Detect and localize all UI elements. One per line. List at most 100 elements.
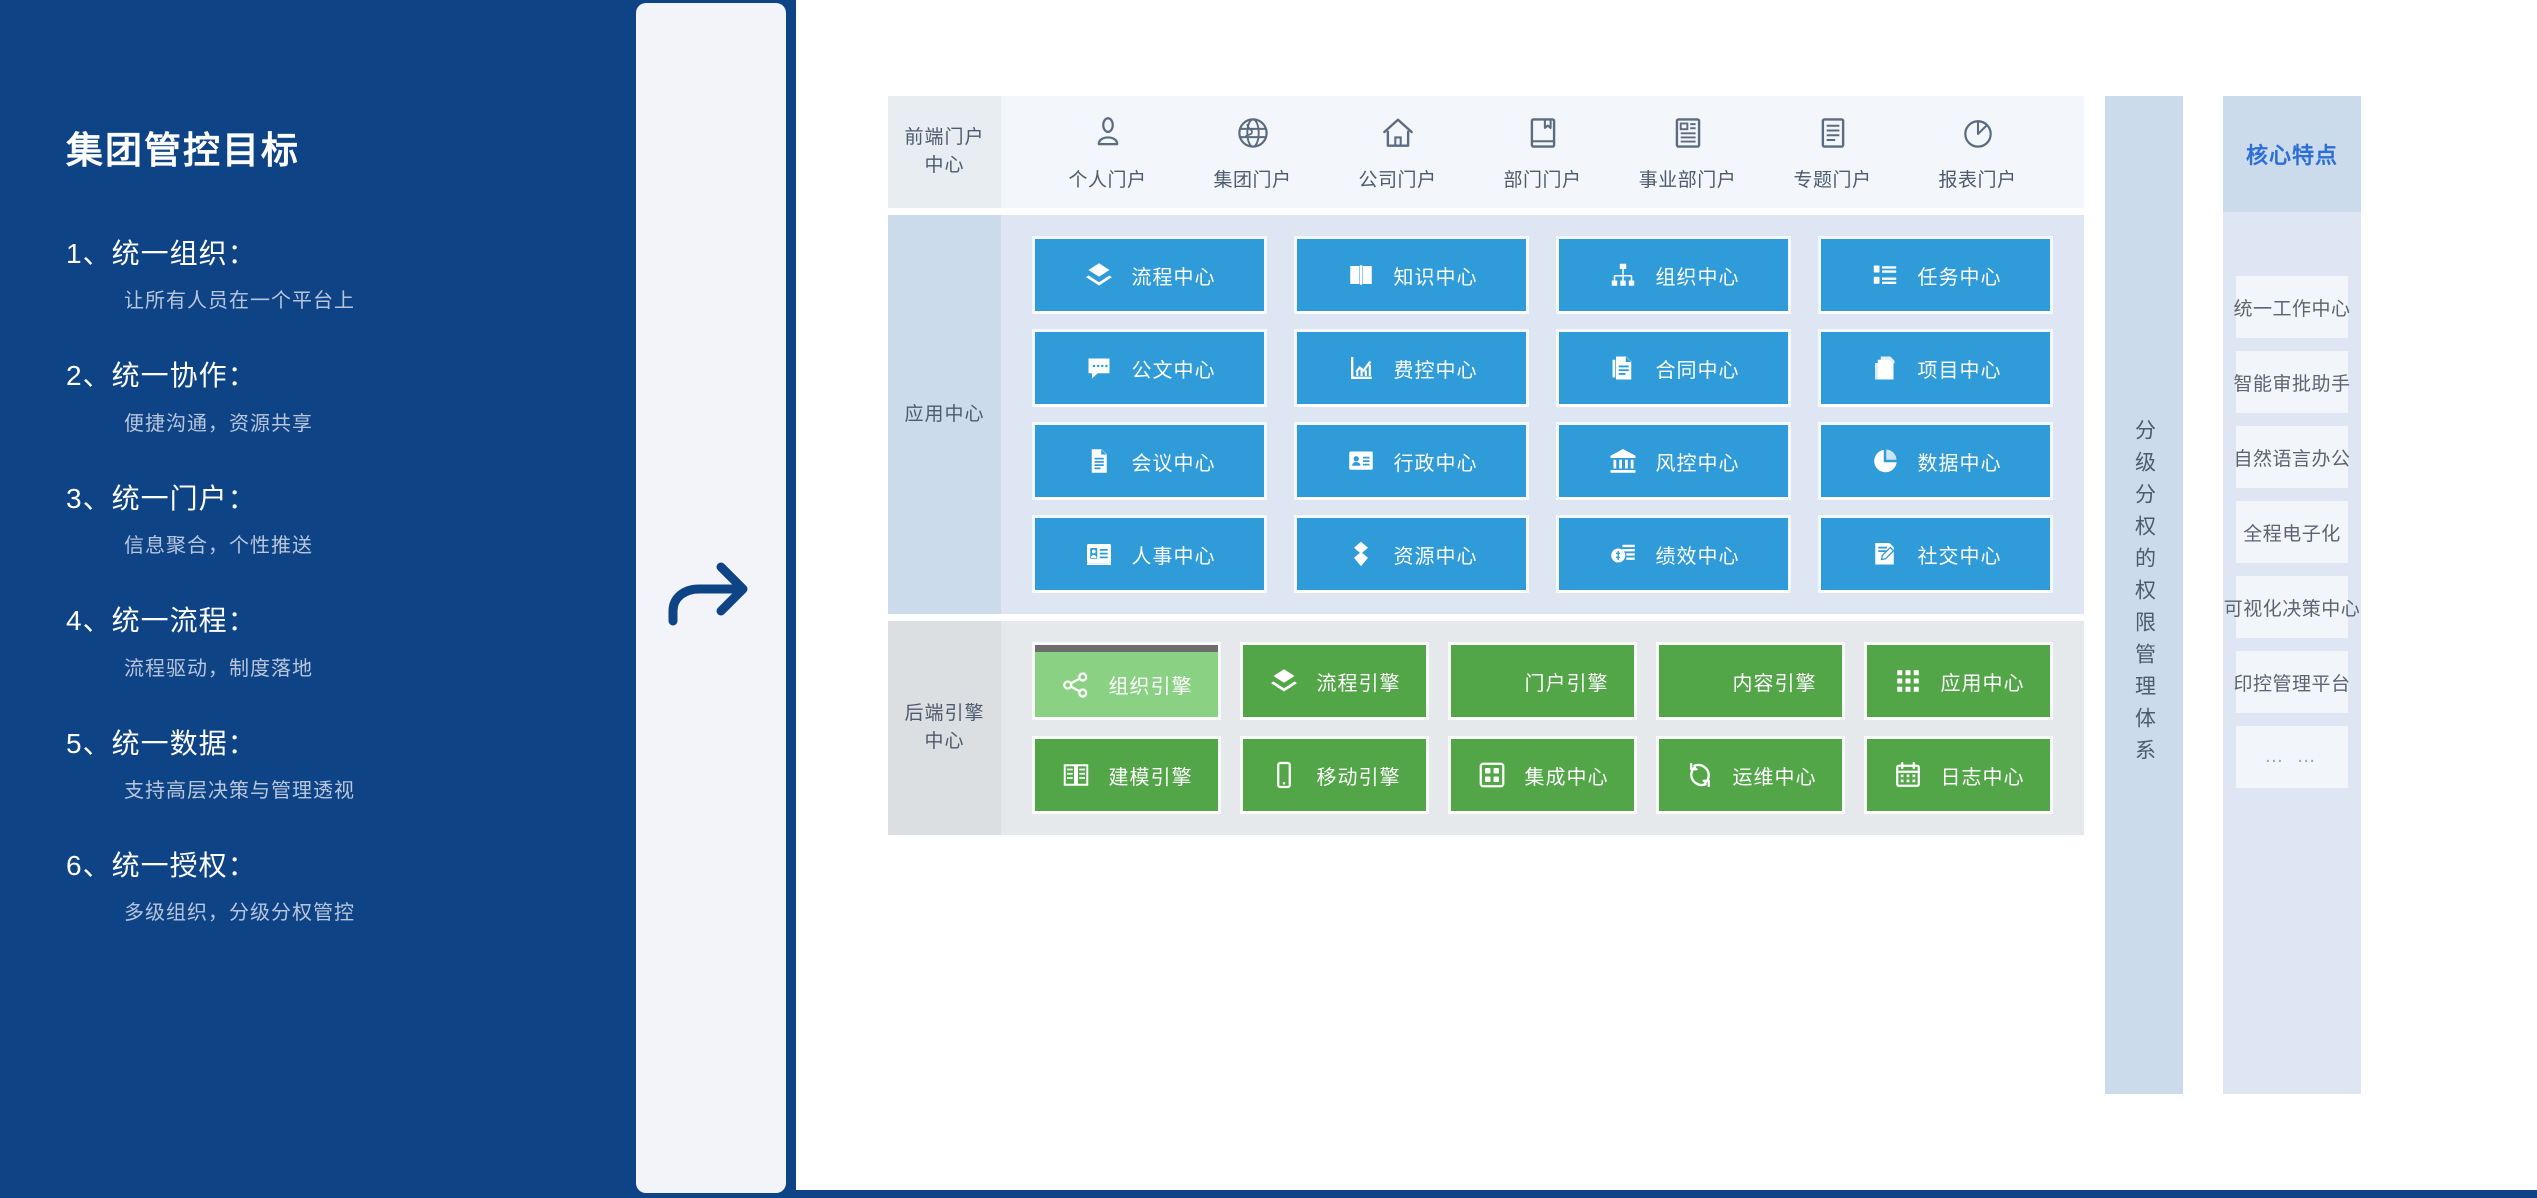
- feature-item[interactable]: 统一工作中心: [2234, 276, 2350, 338]
- trending-chart-icon: [1346, 353, 1376, 383]
- refresh-cycle-icon: [1685, 760, 1715, 790]
- engine-tile-selected[interactable]: 组织引擎: [1035, 645, 1218, 717]
- app-tile[interactable]: 人事中心: [1035, 518, 1264, 590]
- app-tile-label: 项目中心: [1917, 359, 2002, 382]
- app-tile[interactable]: 任务中心: [1821, 239, 2050, 311]
- portal-item[interactable]: 部门门户: [1479, 114, 1607, 192]
- app-tile-label: 公文中心: [1131, 359, 1216, 382]
- portal-item-label: 公司门户: [1358, 170, 1437, 191]
- app-tile[interactable]: 公文中心: [1035, 332, 1264, 404]
- app-tile-label: 合同中心: [1655, 359, 1740, 382]
- app-tile-label: 知识中心: [1393, 266, 1478, 289]
- goal-heading: 1、统一组织：: [66, 238, 257, 269]
- app-tile[interactable]: 会议中心: [1035, 425, 1264, 497]
- org-tree-icon: [1608, 260, 1638, 290]
- feature-item[interactable]: … …: [2236, 726, 2348, 788]
- portal-item-label: 部门门户: [1503, 170, 1582, 191]
- portal-item[interactable]: 事业部门户: [1624, 114, 1752, 192]
- core-features-column: 核心特点 统一工作中心智能审批助手自然语言办公全程电子化可视化决策中心印控管理平…: [2223, 96, 2361, 1094]
- portal-item[interactable]: 专题门户: [1769, 114, 1897, 192]
- engine-tile[interactable]: 移动引擎: [1243, 739, 1426, 811]
- app-tile-label: 社交中心: [1917, 545, 2002, 568]
- engine-tile[interactable]: 内容引擎: [1659, 645, 1842, 717]
- goal-item: 5、统一数据：支持高层决策与管理透视: [66, 726, 634, 803]
- engine-tile[interactable]: 建模引擎: [1035, 739, 1218, 811]
- engine-tile[interactable]: 流程引擎: [1243, 645, 1426, 717]
- app-tile[interactable]: 流程中心: [1035, 239, 1264, 311]
- engine-tile-label: 内容引擎: [1732, 672, 1817, 695]
- engine-tile-grid: 组织引擎 流程引擎 门户引擎 内容引擎 应用中心建模引擎 移动引擎 集成中心 运维中心 日志中心: [1001, 621, 2084, 835]
- app-tile-label: 数据中心: [1917, 452, 2002, 475]
- feature-item[interactable]: 可视化决策中心: [2224, 576, 2360, 638]
- curved-forward-arrow-icon: [665, 559, 757, 638]
- permission-system-label: 分级分权的权限管理体系: [2132, 419, 2156, 771]
- grid-dots-icon: [1893, 666, 1923, 696]
- engine-tile-label: 移动引擎: [1316, 766, 1401, 789]
- feature-item[interactable]: 智能审批助手: [2234, 351, 2350, 413]
- goal-heading: 3、统一门户：: [66, 482, 257, 514]
- transition-arrow-panel: [636, 3, 786, 1193]
- goal-heading: 2、统一协作：: [66, 360, 257, 392]
- engine-tile-label: 建模引擎: [1108, 766, 1193, 789]
- portal-item-label: 事业部门户: [1638, 170, 1737, 191]
- app-tile-label: 行政中心: [1393, 452, 1478, 475]
- permission-system-column: 分级分权的权限管理体系: [2105, 96, 2183, 1094]
- speech-bubble-icon: [1084, 353, 1114, 383]
- article-layout-icon: [1685, 666, 1715, 696]
- app-tile[interactable]: 费控中心: [1297, 332, 1526, 404]
- engine-tile-label: 组织引擎: [1108, 676, 1193, 698]
- app-tile[interactable]: 合同中心: [1559, 332, 1788, 404]
- app-tile-label: 资源中心: [1393, 545, 1478, 568]
- engine-band-label-line2: 中心: [924, 731, 965, 752]
- goal-item: 2、统一协作：便捷沟通，资源共享: [66, 358, 634, 435]
- engine-tile[interactable]: 集成中心: [1451, 739, 1634, 811]
- feature-item[interactable]: 全程电子化: [2236, 501, 2348, 563]
- portal-item-label: 报表门户: [1938, 170, 2017, 191]
- app-tile[interactable]: 风控中心: [1559, 425, 1788, 497]
- portal-band-label-line1: 前端门户: [904, 127, 985, 149]
- engine-tile-label: 日志中心: [1940, 766, 2025, 789]
- portal-item[interactable]: 公司门户: [1334, 114, 1462, 192]
- app-band-label: 应用中心: [888, 215, 1001, 614]
- mobile-phone-icon: [1269, 760, 1299, 790]
- goal-item: 6、统一授权：多级组织，分级分权管控: [66, 848, 634, 925]
- text-document-icon: [1084, 446, 1114, 476]
- goal-heading: 5、统一数据：: [66, 727, 257, 759]
- back-end-engine-band: 后端引擎 中心 组织引擎 流程引擎 门户引擎 内容引擎 应用中心建模引擎 移动引擎 集成中心…: [888, 621, 2084, 835]
- engine-tile[interactable]: 应用中心: [1867, 645, 2050, 717]
- app-tile[interactable]: 数据中心: [1821, 425, 2050, 497]
- engine-band-label: 后端引擎 中心: [888, 621, 1001, 835]
- app-tile[interactable]: 项目中心: [1821, 332, 2050, 404]
- portal-band-label: 前端门户 中心: [888, 96, 1001, 208]
- engine-tile[interactable]: 门户引擎: [1451, 645, 1634, 717]
- app-tile[interactable]: 绩效中心: [1559, 518, 1788, 590]
- portal-item-label: 专题门户: [1793, 170, 1872, 191]
- app-tile[interactable]: 资源中心: [1297, 518, 1526, 590]
- globe-icon: [1234, 114, 1272, 152]
- portal-item-label: 集团门户: [1213, 170, 1292, 191]
- architecture-canvas: 前端门户 中心 个人门户集团门户 公司门户 部门门户 事业部门户 专题门户 报表门户 应用…: [796, 0, 2537, 1190]
- portal-item[interactable]: 报表门户: [1914, 114, 2042, 192]
- task-list-icon: [1870, 260, 1900, 290]
- app-tile[interactable]: 社交中心: [1821, 518, 2050, 590]
- home-icon: [1379, 114, 1417, 152]
- feature-item[interactable]: 印控管理平台: [2234, 651, 2350, 713]
- app-tile[interactable]: 组织中心: [1559, 239, 1788, 311]
- front-end-portal-band: 前端门户 中心 个人门户集团门户 公司门户 部门门户 事业部门户 专题门户 报表门户: [888, 96, 2084, 208]
- goal-subtext: 多级组织，分级分权管控: [124, 902, 355, 925]
- person-icon: [1089, 114, 1127, 152]
- portal-item[interactable]: 个人门户: [1044, 114, 1172, 192]
- portal-item-list: 个人门户集团门户 公司门户 部门门户 事业部门户 专题门户 报表门户: [1001, 96, 2084, 208]
- app-tile[interactable]: 知识中心: [1297, 239, 1526, 311]
- engine-tile[interactable]: 日志中心: [1867, 739, 2050, 811]
- divider-strip: [786, 0, 796, 1198]
- app-tile[interactable]: 行政中心: [1297, 425, 1526, 497]
- engine-tile[interactable]: 运维中心: [1659, 739, 1842, 811]
- engine-tile-label: 流程引擎: [1316, 672, 1401, 695]
- portal-item[interactable]: 集团门户: [1189, 114, 1317, 192]
- engine-tile-label: 集成中心: [1524, 766, 1609, 789]
- feature-item[interactable]: 自然语言办公: [2234, 426, 2350, 488]
- pie-chart-icon: [1959, 114, 1997, 152]
- goal-subtext: 流程驱动，制度落地: [124, 657, 313, 680]
